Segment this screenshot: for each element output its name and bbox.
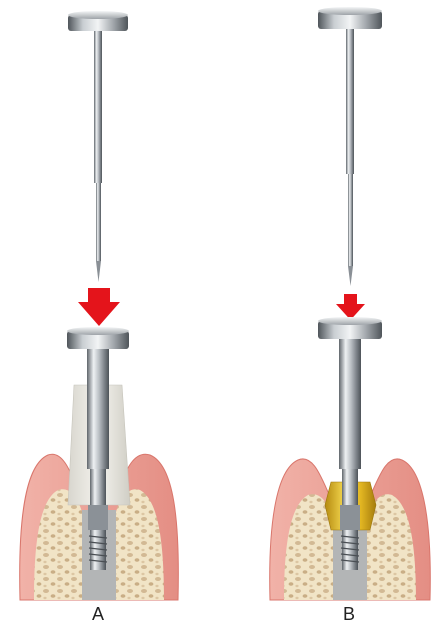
tool-a [68, 11, 128, 282]
tool-a-tip [96, 261, 101, 282]
tool-b-handle-top [318, 7, 382, 15]
tool-a-handle-top [68, 11, 128, 19]
implant-a [89, 530, 107, 570]
driver-b-shaft [339, 339, 361, 469]
arrow-a [78, 288, 120, 326]
tool-a-shaft [94, 31, 102, 183]
tool-b-shaft [346, 29, 354, 174]
panel-b-label: B [329, 604, 369, 625]
tool-b-tip-shaft [348, 174, 353, 266]
tool-b-tip [348, 266, 353, 286]
implant-b [341, 530, 359, 570]
driver-a-shaft [87, 349, 109, 469]
panel-b [270, 7, 431, 600]
tool-a-tip-shaft [96, 183, 101, 261]
panel-a-label: A [78, 604, 118, 625]
arrow-b [336, 294, 365, 320]
panel-a [20, 11, 179, 600]
tool-b [318, 7, 382, 286]
